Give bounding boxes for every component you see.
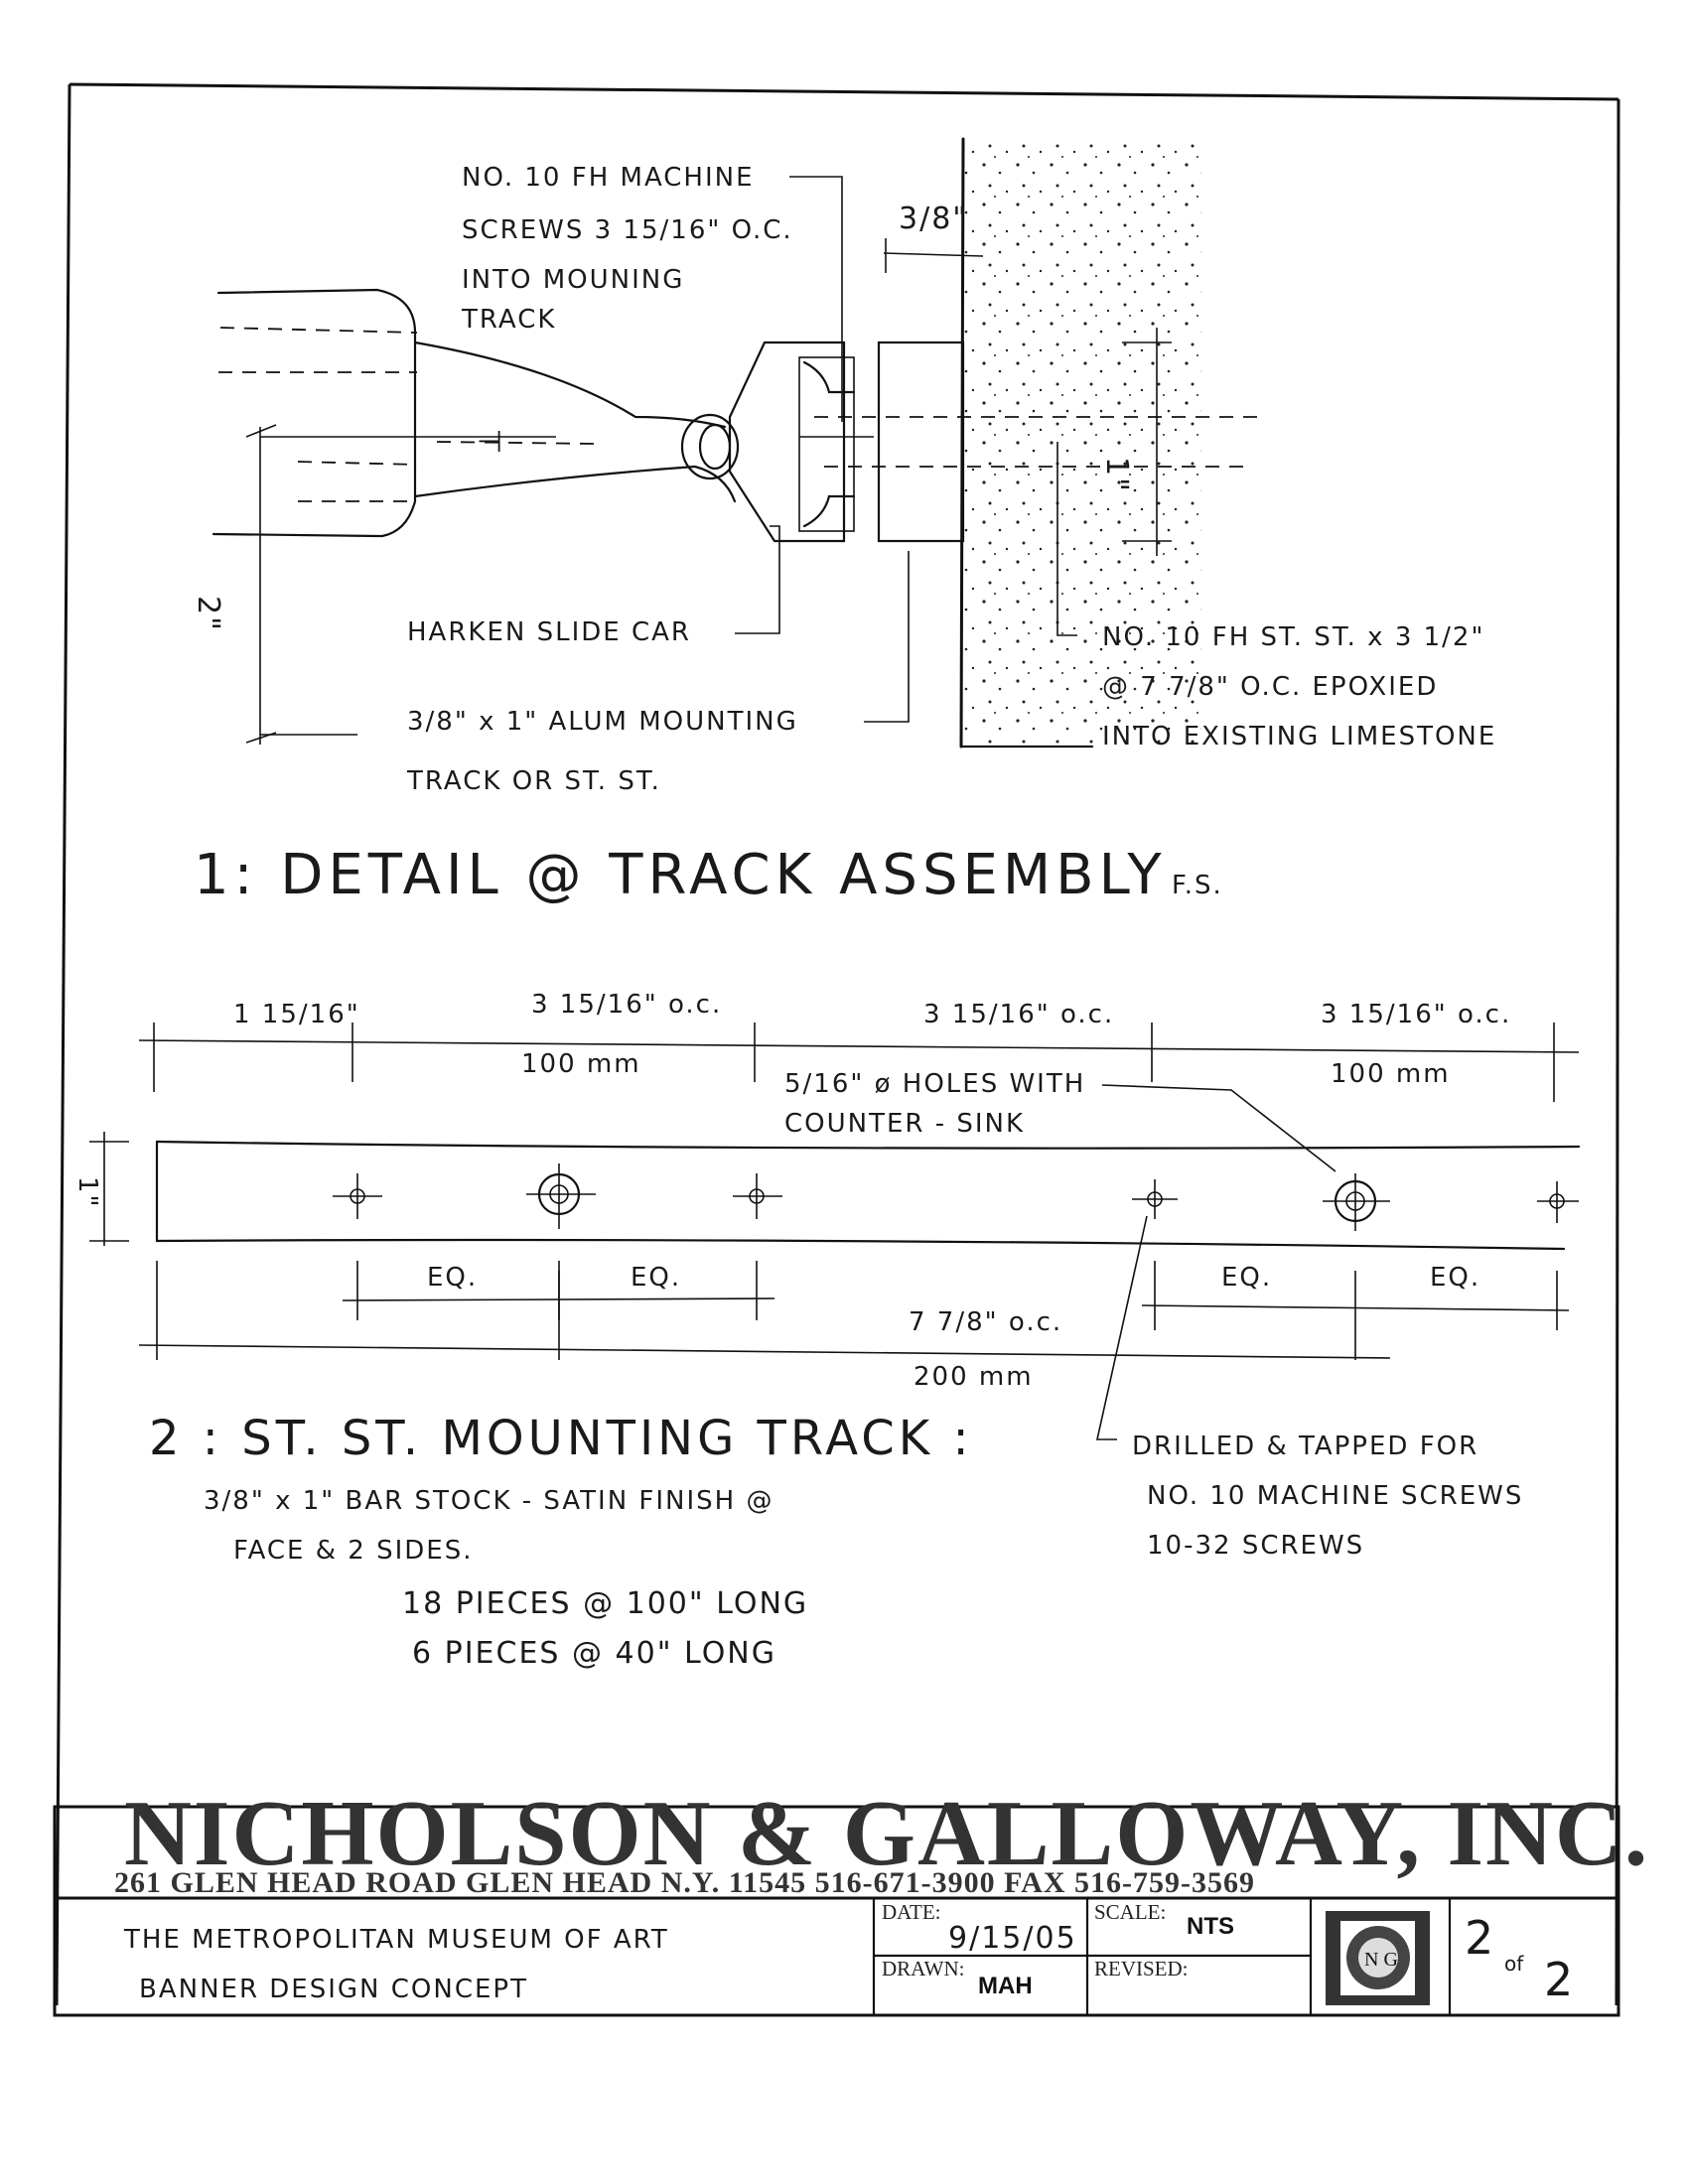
spec-line-4: 6 PIECES @ 40" LONG <box>412 1636 776 1671</box>
screw-centerlines <box>814 328 1261 556</box>
harken-slide-car <box>728 341 874 543</box>
project-line-1: THE METROPOLITAN MUSEUM OF ART <box>123 1925 669 1955</box>
sheet-total: 2 <box>1544 1953 1573 2006</box>
drawn-value: MAH <box>978 1973 1033 1999</box>
tapped-note-line-3: 10-32 SCREWS <box>1147 1531 1364 1561</box>
sheet-border <box>55 82 1620 2006</box>
dim-top-2: 3 15/16" o.c. <box>531 990 722 1020</box>
hole-tapped <box>1132 1179 1178 1219</box>
dim-3-8: 3/8" <box>883 202 984 273</box>
dim-3-8-label: 3/8" <box>899 202 968 236</box>
hole-countersunk <box>1323 1173 1390 1231</box>
logo-letters: N G <box>1364 1949 1398 1971</box>
strap-center-mark: ⊣ <box>477 425 504 460</box>
detail-1-scale-note: F.S. <box>1172 871 1223 900</box>
callout-slide-car: HARKEN SLIDE CAR <box>407 525 780 647</box>
mm-bottom-label: 200 mm <box>914 1362 1034 1392</box>
track-bar <box>155 1140 1581 1251</box>
firm-address: 261 GLEN HEAD ROAD GLEN HEAD N.Y. 11545 … <box>114 1866 1255 1899</box>
holes-note-line-1: 5/16" ø HOLES WITH <box>784 1069 1085 1099</box>
callout-mounting-track: 3/8" x 1" ALUM MOUNTING TRACK OR ST. ST. <box>406 551 910 796</box>
hole-small <box>733 1173 782 1219</box>
eq-label-1: EQ. <box>427 1263 478 1293</box>
date-label: DATE: <box>882 1900 941 1924</box>
revised-label: REVISED: <box>1094 1957 1189 1980</box>
callout-screws-line-4: TRACK <box>461 305 556 335</box>
dim-2-vertical: 2" <box>191 424 556 745</box>
dim-1-label: 1" <box>1099 457 1134 493</box>
spec-line-1: 3/8" x 1" BAR STOCK - SATIN FINISH @ <box>204 1486 774 1516</box>
title-block: NICHOLSON & GALLOWAY, INC. 261 GLEN HEAD… <box>53 1782 1649 2017</box>
dim-height-label: 1" <box>72 1176 102 1209</box>
callout-screws-line-2: SCREWS 3 15/16" O.C. <box>462 215 793 245</box>
project-line-2: BANNER DESIGN CONCEPT <box>139 1975 528 2004</box>
mounting-track-section <box>877 341 965 543</box>
tapped-leader <box>1096 1215 1148 1440</box>
bottom-dimension: 7 7/8" o.c. 200 mm <box>138 1261 1391 1392</box>
sheet-number: 2 <box>1465 1911 1493 1965</box>
callout-track-line-2: TRACK OR ST. ST. <box>406 766 661 796</box>
eq-dimensions: EQ. EQ. EQ. EQ. <box>342 1261 1570 1360</box>
dim-bottom-label: 7 7/8" o.c. <box>909 1307 1062 1337</box>
holes-note: 5/16" ø HOLES WITH COUNTER - SINK <box>784 1069 1336 1172</box>
callout-machine-screws: NO. 10 FH MACHINE SCREWS 3 15/16" O.C. I… <box>461 163 843 422</box>
detail-1-title: 1: DETAIL @ TRACK ASSEMBLY <box>194 843 1167 907</box>
callout-anchor-line-2: @ 7 7/8" O.C. EPOXIED <box>1102 672 1438 702</box>
dim-height: 1" <box>72 1132 129 1246</box>
callout-track-line-1: 3/8" x 1" ALUM MOUNTING <box>407 707 798 737</box>
mm-top-1: 100 mm <box>521 1049 641 1079</box>
callout-anchor-line-1: NO. 10 FH ST. ST. x 3 1/2" <box>1102 622 1484 652</box>
spec-line-3: 18 PIECES @ 100" LONG <box>402 1586 808 1621</box>
limestone-wall <box>959 137 1201 749</box>
tapped-note-line-2: NO. 10 MACHINE SCREWS <box>1147 1481 1523 1511</box>
date-value: 9/15/05 <box>948 1921 1077 1956</box>
firm-name: NICHOLSON & GALLOWAY, INC. <box>124 1782 1649 1885</box>
callout-screws-line-3: INTO MOUNING <box>462 265 684 295</box>
hole-countersunk <box>526 1163 596 1229</box>
dim-top-3: 3 15/16" o.c. <box>923 1000 1114 1029</box>
sheet-of: of <box>1504 1952 1524 1976</box>
spec-line-2: FACE & 2 SIDES. <box>233 1536 473 1566</box>
drawn-label: DRAWN: <box>882 1957 964 1980</box>
detail-2-title: 2 : ST. ST. MOUNTING TRACK : <box>149 1411 973 1466</box>
callout-slide-car-label: HARKEN SLIDE CAR <box>407 617 691 647</box>
tapped-note-line-1: DRILLED & TAPPED FOR <box>1132 1432 1478 1461</box>
detail-2-mounting-track: 1 15/16" 3 15/16" o.c. 3 15/16" o.c. 3 1… <box>72 990 1581 1671</box>
detail-1-track-assembly: ⊣ 3/8" 1" <box>191 137 1496 907</box>
callout-anchor-line-3: INTO EXISTING LIMESTONE <box>1102 722 1496 751</box>
scale-value: NTS <box>1187 1913 1234 1940</box>
firm-logo-seal: N G <box>1326 1911 1430 2005</box>
dim-top-4: 3 15/16" o.c. <box>1321 1000 1511 1029</box>
eq-label-4: EQ. <box>1430 1263 1480 1293</box>
dim-top-1: 1 15/16" <box>233 1000 360 1029</box>
dim-2-label: 2" <box>191 596 225 632</box>
hole-small <box>1537 1181 1579 1223</box>
holes <box>333 1163 1579 1231</box>
eq-label-3: EQ. <box>1221 1263 1272 1293</box>
holes-note-line-2: COUNTER - SINK <box>784 1109 1025 1139</box>
callout-screws-line-1: NO. 10 FH MACHINE <box>462 163 755 193</box>
mm-top-2: 100 mm <box>1331 1059 1451 1089</box>
scale-label: SCALE: <box>1094 1900 1166 1924</box>
top-dimension-string: 1 15/16" 3 15/16" o.c. 3 15/16" o.c. 3 1… <box>138 990 1580 1102</box>
eq-label-2: EQ. <box>631 1263 681 1293</box>
callout-anchor-screws: NO. 10 FH ST. ST. x 3 1/2" @ 7 7/8" O.C.… <box>1056 442 1496 751</box>
hole-small <box>333 1173 382 1219</box>
